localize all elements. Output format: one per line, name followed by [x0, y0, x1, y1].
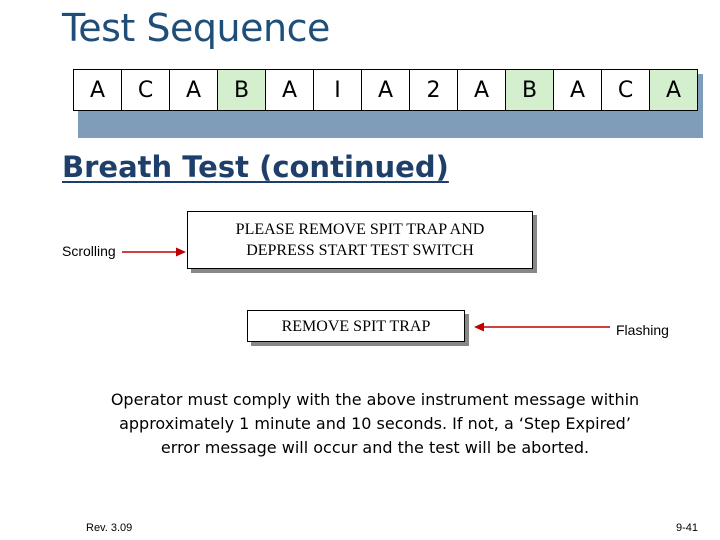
note-line-2: approximately 1 minute and 10 seconds. I…	[119, 414, 631, 433]
sequence-step: I	[314, 70, 362, 110]
scrolling-label: Scrolling	[62, 243, 116, 259]
scrolling-arrow	[122, 247, 186, 257]
sequence-step: A	[554, 70, 602, 110]
sequence-step: A	[74, 70, 122, 110]
sequence-step: A	[458, 70, 506, 110]
sequence-step: B	[506, 70, 554, 110]
scrolling-message-box: PLEASE REMOVE SPIT TRAP AND DEPRESS STAR…	[187, 211, 533, 269]
note-line-1: Operator must comply with the above inst…	[110, 390, 640, 409]
sequence-step: A	[170, 70, 218, 110]
page-number: 9-41	[676, 522, 699, 534]
message-line: REMOVE SPIT TRAP	[281, 318, 431, 335]
sequence-step: C	[122, 70, 170, 110]
section-subtitle: Breath Test (continued)	[62, 150, 449, 184]
note-line-3: error message will occur and the test wi…	[160, 438, 590, 457]
message-line-1: PLEASE REMOVE SPIT TRAP AND	[235, 221, 485, 238]
sequence-step: A	[362, 70, 410, 110]
page-title: Test Sequence	[62, 6, 330, 50]
sequence-step: A	[266, 70, 314, 110]
message-line-2: DEPRESS START TEST SWITCH	[246, 242, 474, 259]
flashing-message-box: REMOVE SPIT TRAP	[247, 310, 465, 342]
sequence-step: B	[218, 70, 266, 110]
sequence-step: C	[602, 70, 650, 110]
revision-label: Rev. 3.09	[86, 522, 133, 534]
operator-note: Operator must comply with the above inst…	[80, 388, 670, 460]
flashing-arrow	[474, 322, 610, 332]
sequence-step: 2	[410, 70, 458, 110]
sequence-step: A	[650, 70, 697, 110]
flashing-label: Flashing	[616, 322, 669, 338]
